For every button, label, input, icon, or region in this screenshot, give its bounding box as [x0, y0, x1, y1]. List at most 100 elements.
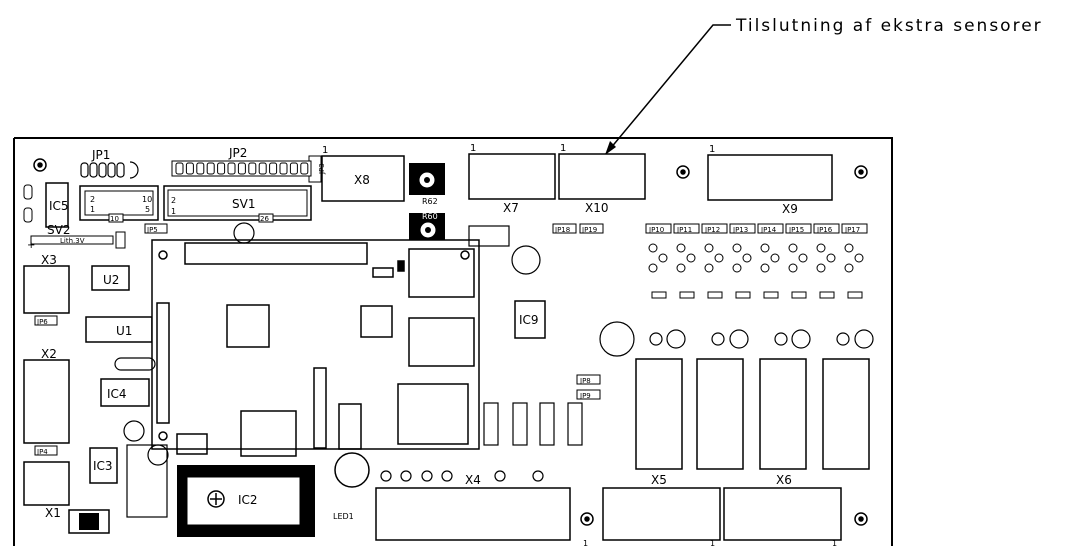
ic-u1: U1 — [85, 316, 153, 343]
svg-text:JP1: JP1 — [91, 148, 110, 162]
annotation-arrowhead — [605, 141, 616, 155]
svg-text:26: 26 — [260, 215, 269, 223]
svg-text:X1: X1 — [45, 506, 61, 520]
jumper-label: JP16 — [816, 226, 833, 234]
jumper-row: JP10 JP11 JP12 JP13 JP14 JP15 JP16 JP17 — [645, 223, 868, 299]
svg-text:JP19: JP19 — [581, 226, 597, 234]
misc-components — [114, 222, 874, 518]
jp2-pin — [206, 162, 215, 175]
relays — [635, 358, 870, 470]
jumper-label: JP15 — [788, 226, 804, 234]
annotation-leader-line — [604, 24, 731, 156]
svg-text:10: 10 — [142, 195, 152, 204]
svg-text:IC5: IC5 — [49, 199, 69, 213]
ic-u2: U2 — [91, 265, 130, 291]
led-led1: LED1 — [333, 452, 370, 521]
svg-text:X7: X7 — [503, 201, 519, 215]
jumper-jp13: JP13 — [729, 223, 756, 299]
svg-text:LED1: LED1 — [333, 512, 354, 521]
svg-text:X6: X6 — [776, 473, 792, 487]
jp2-pin — [227, 162, 236, 175]
pin-one-labels: 1 1 1 — [583, 539, 837, 546]
svg-text:X2: X2 — [41, 347, 57, 361]
ic-ic2: IC2 — [177, 465, 315, 537]
connector-x3: X3 JP6 — [23, 253, 70, 326]
svg-text:1: 1 — [90, 205, 95, 214]
jp2-pin — [289, 162, 298, 175]
svg-text:JP3: JP3 — [318, 163, 326, 175]
svg-text:U2: U2 — [103, 273, 119, 287]
header-sv2: SV2 Lith.3V + — [27, 223, 114, 251]
svg-text:1: 1 — [171, 207, 176, 216]
svg-text:+: + — [27, 240, 35, 251]
ic-ic5: IC5 — [23, 182, 69, 228]
svg-text:10: 10 — [110, 215, 119, 223]
svg-text:Lith.3V: Lith.3V — [60, 237, 85, 245]
svg-text:R60: R60 — [422, 212, 438, 221]
header-jp5: JP5 — [144, 223, 168, 234]
svg-text:1: 1 — [583, 539, 588, 546]
svg-text:IC2: IC2 — [238, 493, 258, 507]
svg-text:U1: U1 — [116, 324, 132, 338]
connector-x7: X7 1 — [468, 143, 556, 215]
jumper-jp10: JP10 — [645, 223, 672, 299]
svg-text:SV1: SV1 — [232, 197, 255, 211]
jp2-pin — [300, 162, 309, 175]
jp2-pin — [196, 162, 205, 175]
jumper-jp17: JP17 — [841, 223, 868, 299]
svg-text:IC4: IC4 — [107, 387, 127, 401]
annotation-text: Tilslutning af ekstra sensorer — [735, 16, 1043, 36]
svg-text:JP9: JP9 — [579, 392, 591, 400]
svg-text:JP6: JP6 — [36, 318, 48, 326]
svg-text:1: 1 — [832, 539, 837, 546]
jp2-pin — [258, 162, 267, 175]
connector-x1: X1 — [23, 461, 110, 534]
jumper-jp12: JP12 — [701, 223, 728, 299]
connector-x6: X6 — [723, 473, 842, 541]
jp2-pin — [175, 162, 184, 175]
cpu-module — [151, 239, 480, 457]
svg-text:1: 1 — [560, 143, 566, 154]
jumper-jp15: JP15 — [785, 223, 812, 299]
svg-text:X3: X3 — [41, 253, 57, 267]
header-jp18-jp19: JP18 JP19 — [552, 223, 604, 234]
jumper-label: JP11 — [676, 226, 692, 234]
resistor-r62: R62 — [409, 163, 445, 206]
svg-text:1: 1 — [470, 143, 476, 154]
svg-text:1: 1 — [709, 144, 715, 155]
jumper-jp14: JP14 — [757, 223, 784, 299]
svg-text:X4: X4 — [465, 473, 481, 487]
jp2-pin — [269, 162, 278, 175]
connector-x10: X10 1 — [558, 143, 646, 215]
svg-text:5: 5 — [145, 205, 150, 214]
connector-x5: X5 — [602, 473, 721, 541]
svg-text:1: 1 — [710, 539, 715, 546]
svg-text:X8: X8 — [354, 173, 370, 187]
svg-text:IC3: IC3 — [93, 459, 113, 473]
svg-text:JP18: JP18 — [554, 226, 570, 234]
svg-text:X5: X5 — [651, 473, 667, 487]
jumper-label: JP14 — [760, 226, 777, 234]
svg-text:JP5: JP5 — [146, 226, 158, 234]
svg-text:2: 2 — [90, 195, 95, 204]
ic-ic4: IC4 — [100, 378, 150, 407]
jp2-pin — [185, 162, 194, 175]
svg-text:1: 1 — [322, 145, 328, 156]
header-jp1: JP1 — [80, 148, 139, 179]
connector-x2: X2 JP4 — [23, 347, 70, 456]
jumper-label: JP13 — [732, 226, 748, 234]
header-jp2: JP2 — [171, 146, 312, 177]
header-sv1: SV1 2 1 26 — [163, 185, 312, 223]
jp2-pin — [217, 162, 226, 175]
jumper-jp16: JP16 — [813, 223, 840, 299]
jp2-pin — [248, 162, 257, 175]
svg-text:X9: X9 — [782, 202, 798, 216]
connector-x9: X9 1 — [707, 144, 833, 216]
svg-text:JP2: JP2 — [228, 146, 247, 160]
svg-text:R62: R62 — [422, 197, 438, 206]
ic-ic9: IC9 — [514, 300, 546, 339]
svg-text:2: 2 — [171, 196, 176, 205]
ic-ic3: IC3 — [89, 447, 118, 484]
